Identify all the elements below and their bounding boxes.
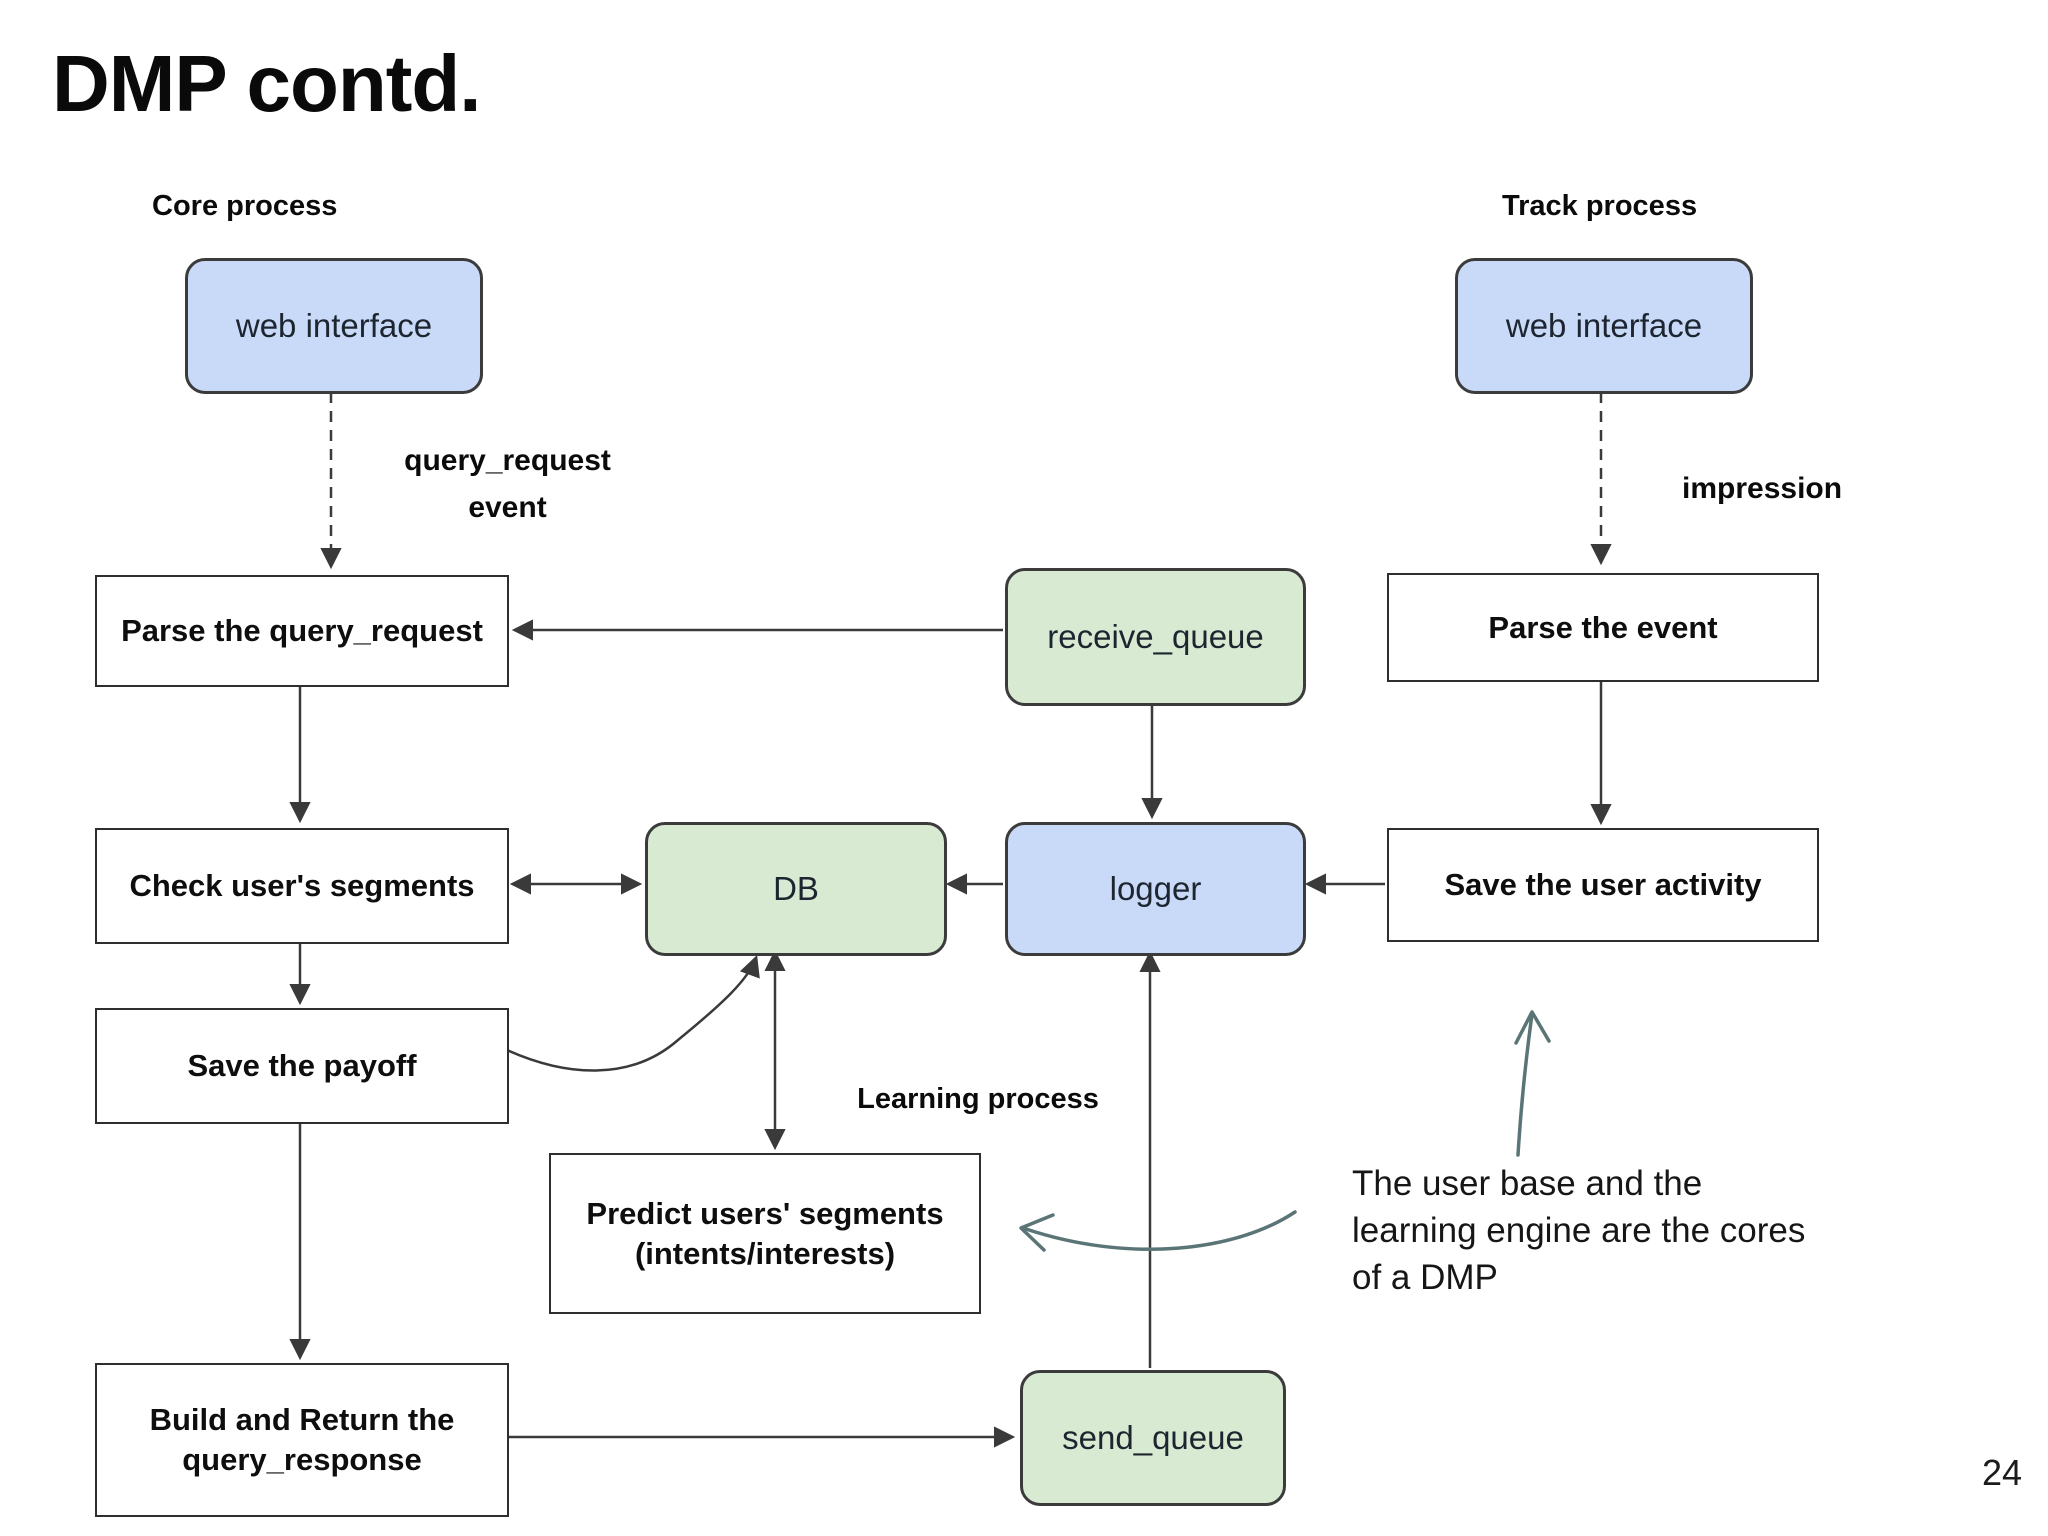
node-db: DB xyxy=(645,822,947,956)
query-request-event-line2: event xyxy=(468,491,547,524)
track-process-label: Track process xyxy=(1502,190,1698,222)
page-number: 24 xyxy=(1982,1452,2023,1493)
annotation-arrow-up-line xyxy=(1516,1012,1534,1157)
node-web-interface-track: web interface xyxy=(1455,258,1753,394)
annotation-line1: The user base and the xyxy=(1352,1164,1703,1203)
node-db-label: DB xyxy=(773,870,819,907)
node-send-queue-label: send_queue xyxy=(1062,1419,1244,1456)
learning-process-label: Learning process xyxy=(857,1083,1099,1115)
node-predict-segments: Predict users' segments (intents/interes… xyxy=(549,1153,981,1314)
annotation-arrow-left-head xyxy=(1019,1213,1055,1252)
annotation-line2: learning engine are the cores xyxy=(1352,1211,1806,1250)
annotation-text: The user base and the learning engine ar… xyxy=(1352,1160,1805,1301)
query-request-event-label: query_request event xyxy=(375,437,640,531)
node-send-queue: send_queue xyxy=(1020,1370,1286,1506)
arrow-save-payoff-to-db-curve xyxy=(506,955,760,1072)
core-process-label: Core process xyxy=(152,190,338,222)
node-build-response: Build and Return the query_response xyxy=(95,1363,509,1517)
node-save-payoff-label: Save the payoff xyxy=(187,1048,417,1083)
node-save-payoff: Save the payoff xyxy=(95,1008,509,1124)
node-parse-query-request-label: Parse the query_request xyxy=(121,613,483,648)
node-receive-queue: receive_queue xyxy=(1005,568,1306,706)
slide-title: DMP contd. xyxy=(52,39,482,128)
node-save-activity-label: Save the user activity xyxy=(1444,867,1762,902)
annotation-arrow-left-line xyxy=(1024,1210,1297,1251)
query-request-event-line1: query_request xyxy=(404,444,611,477)
node-predict-segments-line1: Predict users' segments xyxy=(586,1195,944,1231)
node-logger: logger xyxy=(1005,822,1306,956)
node-parse-event: Parse the event xyxy=(1387,573,1819,682)
node-build-response-line1: Build and Return the xyxy=(149,1402,455,1437)
node-web-interface-core-label: web interface xyxy=(235,307,433,344)
node-parse-event-label: Parse the event xyxy=(1488,609,1718,645)
node-check-segments: Check user's segments xyxy=(95,828,509,944)
node-parse-query-request: Parse the query_request xyxy=(95,575,509,687)
node-receive-queue-label: receive_queue xyxy=(1047,618,1264,655)
node-check-segments-label: Check user's segments xyxy=(129,868,475,903)
annotation-line3: of a DMP xyxy=(1352,1258,1498,1297)
annotation-arrow-up-head xyxy=(1514,1010,1551,1045)
node-build-response-line2: query_response xyxy=(182,1442,422,1477)
node-logger-label: logger xyxy=(1109,870,1202,907)
impression-label: impression xyxy=(1682,472,1843,505)
node-web-interface-track-label: web interface xyxy=(1505,307,1703,344)
node-predict-segments-line2: (intents/interests) xyxy=(634,1235,896,1271)
node-web-interface-core: web interface xyxy=(185,258,483,394)
node-save-activity: Save the user activity xyxy=(1387,828,1819,942)
